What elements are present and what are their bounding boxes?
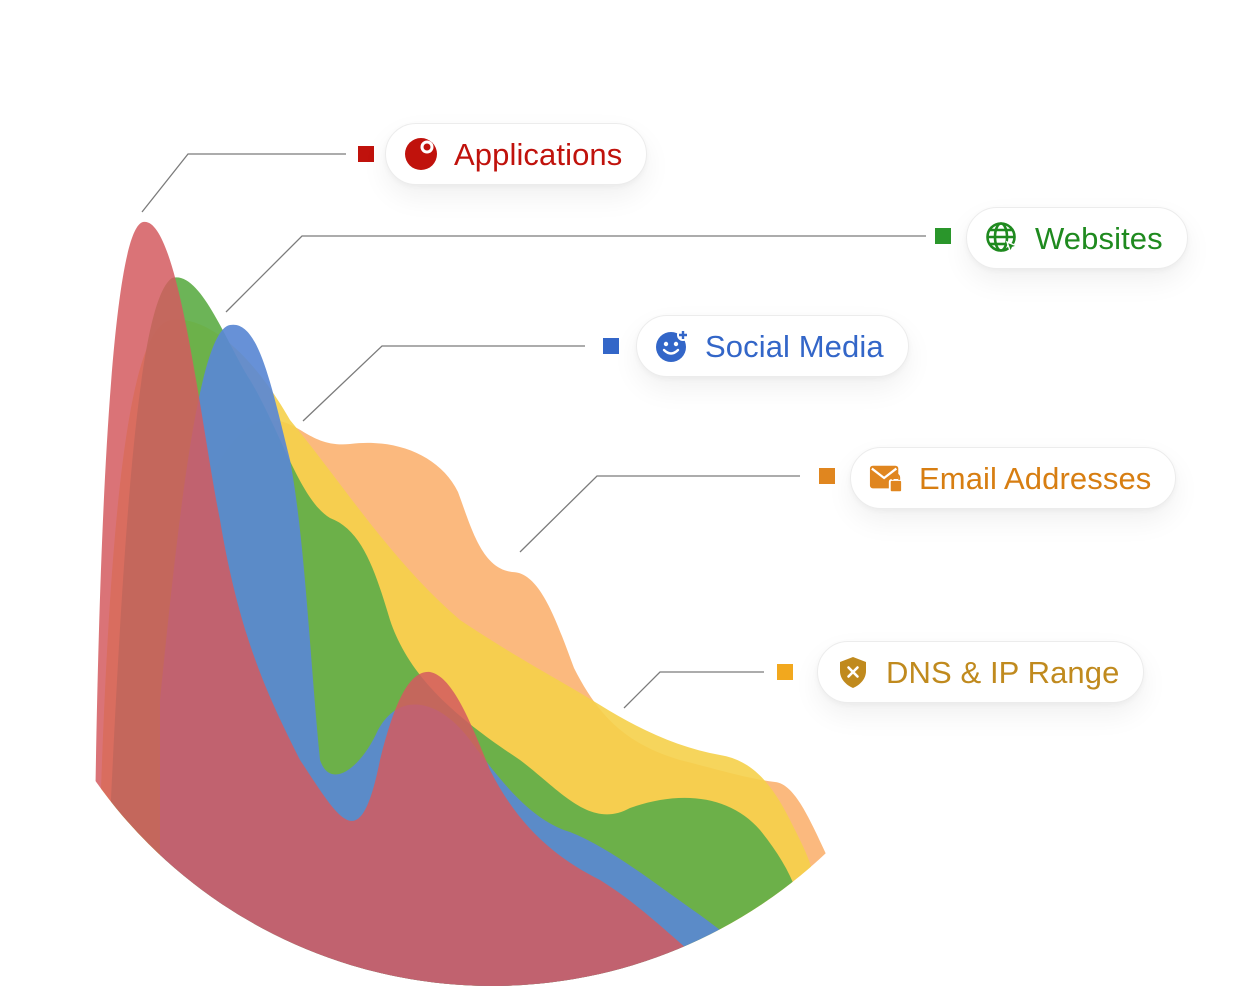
shield-x-icon [836, 655, 870, 689]
marker-social-media [603, 338, 619, 354]
leader-line-applications [141, 153, 346, 213]
legend-markers [358, 146, 951, 680]
leader-lines [141, 153, 926, 709]
smiley-plus-icon [655, 329, 689, 363]
leader-line-dns-ip-range [623, 671, 764, 709]
leader-line-social-media [302, 345, 585, 422]
legend-label-websites: Websites [1035, 220, 1163, 256]
marker-email-addresses [819, 468, 835, 484]
marker-dns-ip-range [777, 664, 793, 680]
legend-label-social-media: Social Media [705, 328, 884, 364]
legend-label-applications: Applications [454, 136, 623, 172]
legend-label-email-addresses: Email Addresses [919, 460, 1152, 496]
legend-pill-social-media: Social Media [636, 315, 909, 377]
legend-pill-email-addresses: Email Addresses [850, 447, 1177, 509]
envelope-lock-icon [869, 461, 903, 495]
leader-line-websites [225, 235, 926, 313]
legend-pill-applications: Applications [385, 123, 648, 185]
legend-pill-dns-ip-range: DNS & IP Range [817, 641, 1145, 703]
area-applications [95, 221, 700, 986]
alarm-icon [404, 137, 438, 171]
marker-websites [935, 228, 951, 244]
globe-cursor-icon [985, 221, 1019, 255]
leader-line-email-addresses [519, 475, 800, 553]
legend-label-dns-ip-range: DNS & IP Range [886, 654, 1120, 690]
legend-pill-websites: Websites [966, 207, 1188, 269]
marker-applications [358, 146, 374, 162]
area-layers [95, 221, 828, 986]
